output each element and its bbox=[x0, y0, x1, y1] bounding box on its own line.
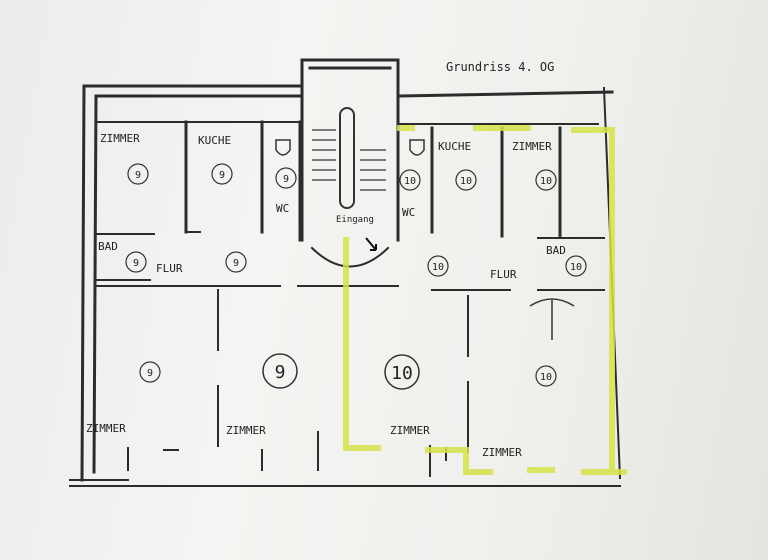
unit-tag-9: 9 bbox=[233, 258, 239, 269]
room-flur-9: FLUR bbox=[156, 262, 183, 275]
stair-steps bbox=[312, 107, 386, 209]
room-zimmer-10-top: ZIMMER bbox=[512, 140, 552, 153]
room-kuche-10: KUCHE bbox=[438, 140, 471, 153]
unit-tag-10-large: 10 bbox=[391, 363, 413, 384]
room-zimmer-9-bottom-left: ZIMMER bbox=[86, 422, 126, 435]
stair-core-walls bbox=[300, 58, 400, 242]
unit-tag-circles bbox=[125, 163, 587, 390]
outer-wall-left bbox=[80, 84, 98, 482]
outer-wall-top-left bbox=[82, 84, 302, 98]
room-zimmer-9-bottom-mid: ZIMMER bbox=[226, 424, 266, 437]
unit-tag-9: 9 bbox=[219, 170, 225, 181]
room-zimmer-10-bottom-mid: ZIMMER bbox=[390, 424, 430, 437]
room-bad-10: BAD bbox=[546, 244, 566, 257]
shower-icon bbox=[529, 298, 575, 340]
unit-tag-9: 9 bbox=[135, 170, 141, 181]
room-wc-9: WC bbox=[276, 202, 289, 215]
unit-tag-10: 10 bbox=[432, 262, 444, 273]
room-wc-10: WC bbox=[402, 206, 415, 219]
unit-tag-10: 10 bbox=[404, 176, 416, 187]
room-kuche-9: KUCHE bbox=[198, 134, 231, 147]
lower-partition-lower bbox=[217, 381, 469, 453]
room-flur-10: FLUR bbox=[490, 268, 517, 281]
unit-tag-10: 10 bbox=[460, 176, 472, 187]
toilet-icon bbox=[409, 139, 425, 156]
unit-tag-9-large: 9 bbox=[275, 362, 286, 383]
toilet-icon bbox=[275, 139, 291, 156]
lower-partition-upper bbox=[217, 289, 469, 357]
room-zimmer-9-top: ZIMMER bbox=[100, 132, 140, 145]
unit-tag-10: 10 bbox=[570, 262, 582, 273]
entrance-arrow-icon bbox=[365, 237, 377, 251]
unit-tag-10: 10 bbox=[540, 372, 552, 383]
stair-landing-arc bbox=[310, 246, 390, 268]
unit-tag-9: 9 bbox=[133, 258, 139, 269]
outer-wall-top-right bbox=[398, 90, 614, 98]
plan-title: Grundriss 4. OG bbox=[446, 60, 555, 74]
room-zimmer-10-bottom-right: ZIMMER bbox=[482, 446, 522, 459]
corridor-wall bbox=[95, 285, 511, 291]
entrance-label: Eingang bbox=[336, 215, 374, 225]
room-bad-9: BAD bbox=[98, 240, 118, 253]
outer-wall-bottom bbox=[69, 479, 621, 487]
unit-tag-9: 9 bbox=[147, 368, 153, 379]
partition-right-units bbox=[430, 126, 562, 238]
bath-walls-left bbox=[95, 231, 201, 281]
partition-left-units bbox=[184, 120, 302, 242]
unit-10-boundary-highlight bbox=[343, 125, 627, 475]
bath-walls-right bbox=[537, 237, 605, 291]
window-jambs bbox=[127, 431, 319, 471]
unit-tag-10: 10 bbox=[540, 176, 552, 187]
unit-tag-9: 9 bbox=[283, 174, 289, 185]
